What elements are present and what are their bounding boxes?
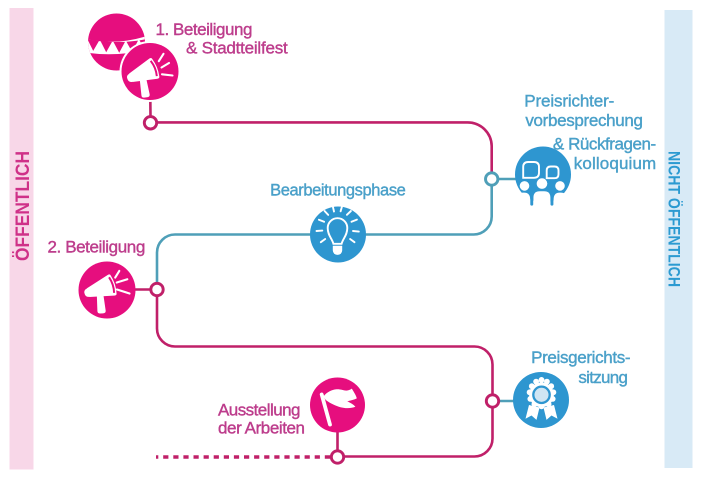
svg-text:vorbesprechung: vorbesprechung (525, 111, 643, 130)
svg-text:NICHT ÖFFENTLICH: NICHT ÖFFENTLICH (665, 151, 684, 287)
svg-text:ÖFFENTLICH: ÖFFENTLICH (13, 151, 34, 261)
svg-text:1. Beteiligung: 1. Beteiligung (156, 20, 253, 39)
svg-text:Preisgerichts-: Preisgerichts- (531, 348, 631, 367)
svg-text:Ausstellung: Ausstellung (218, 400, 301, 419)
svg-text:kolloquium: kolloquium (574, 154, 656, 173)
svg-text:Bearbeitungsphase: Bearbeitungsphase (270, 181, 406, 199)
svg-text:& Stadtteilfest: & Stadtteilfest (186, 38, 288, 57)
svg-text:Preisrichter-: Preisrichter- (524, 91, 614, 110)
svg-text:sitzung: sitzung (578, 368, 628, 387)
svg-text:& Rückfragen-: & Rückfragen- (553, 135, 656, 154)
svg-text:der Arbeiten: der Arbeiten (218, 418, 305, 437)
svg-text:2. Beteiligung: 2. Beteiligung (48, 237, 146, 256)
